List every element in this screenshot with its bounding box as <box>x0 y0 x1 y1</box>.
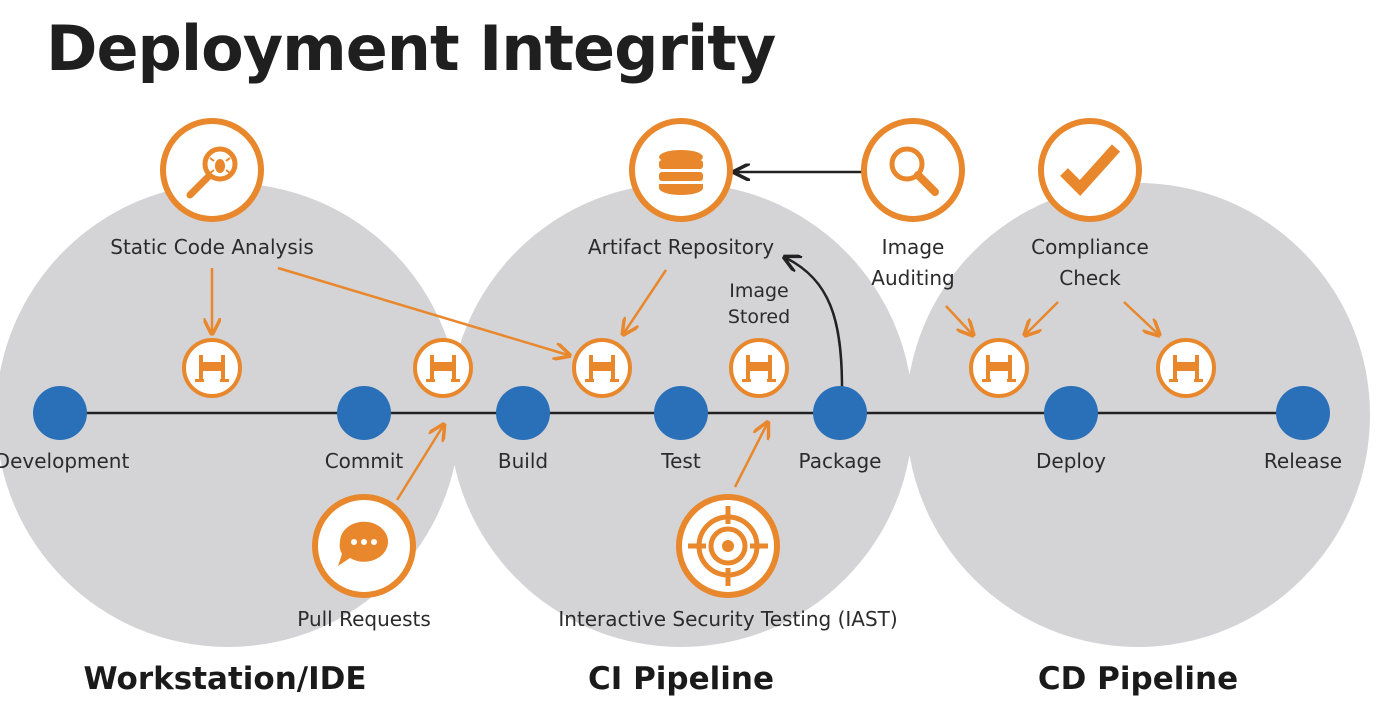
step-label-commit: Commit <box>324 449 404 473</box>
compliance-check-line2: Check <box>1059 266 1121 290</box>
stage-cd-pipeline: CD Pipeline <box>1037 661 1239 697</box>
artifact-repository-label: Artifact Repository <box>587 235 775 259</box>
gate-image-stored <box>729 338 789 398</box>
step-label-release: Release <box>1263 449 1343 473</box>
gate-build <box>572 338 632 398</box>
gate-deploy <box>969 338 1029 398</box>
pull-requests-label: Pull Requests <box>297 607 431 631</box>
bug-magnifier-icon <box>160 118 264 222</box>
iast-label: Interactive Security Testing (IAST) <box>558 607 898 631</box>
image-stored-line2: Stored <box>727 306 791 328</box>
checkmark-icon <box>1038 118 1142 222</box>
step-label-test: Test <box>661 449 701 473</box>
page-title: Deployment Integrity <box>46 12 776 85</box>
arrow-iast-to-gate <box>733 424 767 488</box>
gate-commit <box>413 338 473 398</box>
arrow-pr-to-gate <box>395 426 443 501</box>
node-package <box>813 386 867 440</box>
compliance-check-label: Compliance Check <box>1031 232 1149 294</box>
step-label-package: Package <box>798 449 882 473</box>
node-release <box>1276 386 1330 440</box>
compliance-check-line1: Compliance <box>1031 235 1149 259</box>
image-auditing-line2: Auditing <box>871 266 955 290</box>
node-build <box>496 386 550 440</box>
arrow-static-to-build-gate <box>277 266 568 355</box>
arrow-package-to-repo <box>786 258 844 389</box>
database-icon <box>629 118 733 222</box>
cd-pipeline-zone <box>906 183 1370 647</box>
node-deploy <box>1044 386 1098 440</box>
arrow-auditing-to-gate <box>945 305 972 334</box>
stage-workstation-ide: Workstation/IDE <box>83 661 367 697</box>
image-auditing-line1: Image <box>881 235 945 259</box>
arrow-compliance-to-gate-1 <box>1026 301 1059 334</box>
arrow-repo-to-gate <box>624 269 668 333</box>
static-code-analysis-label: Static Code Analysis <box>110 235 314 259</box>
image-auditing-label: Image Auditing <box>871 232 954 294</box>
stage-ci-pipeline: CI Pipeline <box>588 661 774 697</box>
step-label-build: Build <box>497 449 549 473</box>
target-icon <box>676 494 780 598</box>
image-stored-label: Image Stored <box>728 278 790 330</box>
node-development <box>33 386 87 440</box>
arrow-compliance-to-gate-2 <box>1123 301 1158 334</box>
image-stored-line1: Image <box>729 280 789 302</box>
node-commit <box>337 386 391 440</box>
node-test <box>654 386 708 440</box>
gate-release <box>1156 338 1216 398</box>
magnifier-icon <box>861 118 965 222</box>
chat-bubble-icon <box>312 494 416 598</box>
step-label-deploy: Deploy <box>1035 449 1107 473</box>
step-label-development: Development <box>0 449 130 473</box>
gate-static-analysis <box>182 338 242 398</box>
